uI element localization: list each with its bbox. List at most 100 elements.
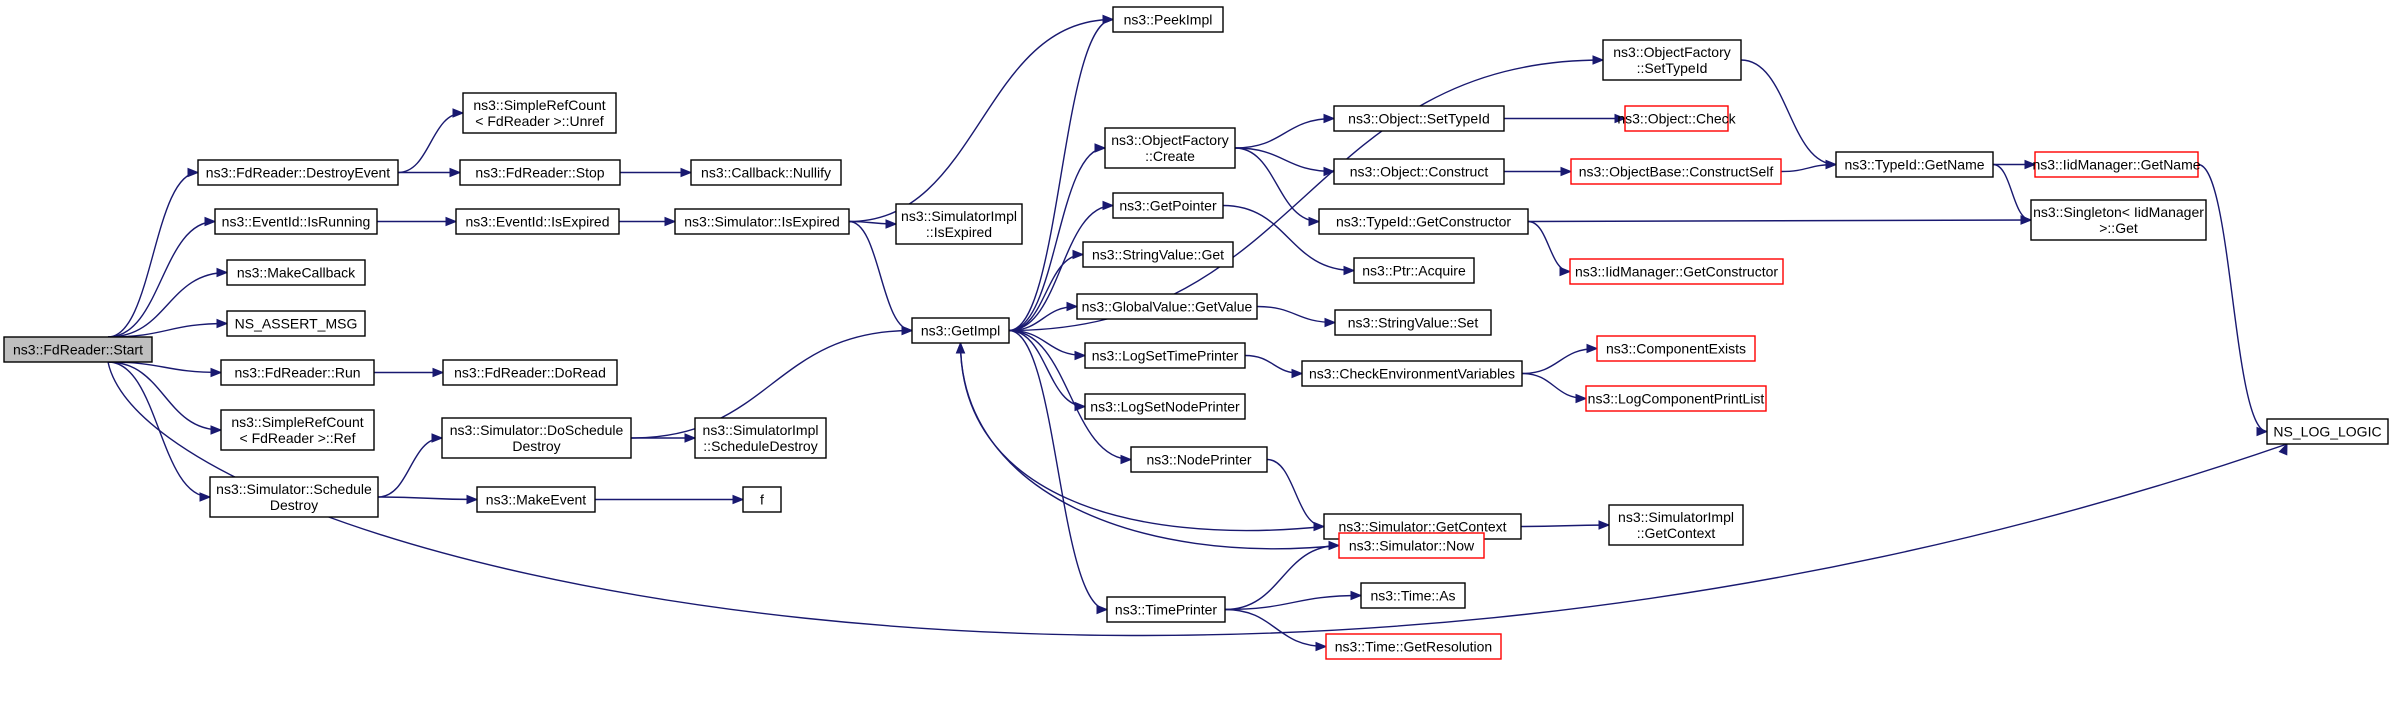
- arrowhead-objFactorySetTypeId-to-typeIdGetName: [1825, 159, 1838, 170]
- node-objFactoryCreate[interactable]: ns3::ObjectFactory::Create: [1104, 127, 1236, 169]
- edge-simGetContext-to-simImplGetContext: [1520, 524, 1610, 528]
- node-timeGetResolution[interactable]: ns3::Time::GetResolution: [1325, 633, 1502, 660]
- node-getImpl[interactable]: ns3::GetImpl: [911, 317, 1010, 344]
- node-box: [1602, 39, 1742, 81]
- node-fdStop[interactable]: ns3::FdReader::Stop: [459, 159, 621, 186]
- node-label: ns3::Object::Check: [1617, 111, 1736, 127]
- node-label: ns3::Time::GetResolution: [1335, 639, 1492, 655]
- edge-getImpl-to-objFactoryCreate: [1008, 147, 1106, 332]
- arrowhead-fdStop-to-cbNullify: [680, 167, 693, 178]
- arrowhead-eventIsExpired-to-simIsExpired: [664, 216, 677, 227]
- node-box: [690, 159, 842, 186]
- node-logComponentPrintList[interactable]: ns3::LogComponentPrintList: [1585, 385, 1767, 412]
- node-nodePrinter[interactable]: ns3::NodePrinter: [1130, 446, 1268, 473]
- node-simImplIsExpired[interactable]: ns3::SimulatorImpl::IsExpired: [895, 203, 1023, 245]
- node-checkEnvVars[interactable]: ns3::CheckEnvironmentVariables: [1301, 360, 1523, 387]
- node-objSetTypeId[interactable]: ns3::Object::SetTypeId: [1333, 105, 1505, 132]
- node-objFactorySetTypeId[interactable]: ns3::ObjectFactory::SetTypeId: [1602, 39, 1742, 81]
- node-peekImpl[interactable]: ns3::PeekImpl: [1112, 6, 1224, 33]
- node-label: ns3::Simulator::Now: [1349, 538, 1475, 554]
- node-timePrinter[interactable]: ns3::TimePrinter: [1106, 596, 1226, 623]
- node-box: [220, 409, 375, 451]
- node-fdDoRead[interactable]: ns3::FdReader::DoRead: [442, 359, 618, 386]
- node-label: ns3::FdReader::DoRead: [454, 365, 606, 381]
- node-stringValueSet[interactable]: ns3::StringValue::Set: [1334, 309, 1492, 336]
- node-label: ns3::CheckEnvironmentVariables: [1309, 366, 1515, 382]
- node-simImplGetContext[interactable]: ns3::SimulatorImpl::GetContext: [1608, 504, 1744, 546]
- node-ptrAcquire[interactable]: ns3::Ptr::Acquire: [1353, 257, 1475, 284]
- node-globalValueGetValue[interactable]: ns3::GlobalValue::GetValue: [1076, 293, 1258, 320]
- node-destroyEvent[interactable]: ns3::FdReader::DestroyEvent: [197, 159, 399, 186]
- node-nsAssertMsg[interactable]: NS_ASSERT_MSG: [226, 310, 366, 337]
- node-f[interactable]: f: [742, 486, 782, 513]
- arrowhead-root-to-nsAssertMsg: [216, 318, 229, 329]
- edge-root-to-destroyEvent: [107, 171, 199, 338]
- node-fdRun[interactable]: ns3::FdReader::Run: [220, 359, 375, 386]
- edge-getImpl-to-stringValueGet: [1008, 253, 1084, 332]
- arrowhead-checkEnvVars-to-logComponentPrintList: [1575, 393, 1588, 404]
- nodes-layer: ns3::FdReader::Start ns3::FdReader::Destr…: [3, 6, 2389, 660]
- arrowhead-getImpl-to-stringValueGet: [1072, 249, 1085, 260]
- node-singletonGet[interactable]: ns3::Singleton< IidManager >::Get: [2030, 199, 2207, 241]
- node-box: [1112, 6, 1224, 33]
- node-componentExists[interactable]: ns3::ComponentExists: [1596, 335, 1756, 362]
- node-label: ns3::ObjectFactory: [1111, 132, 1229, 148]
- node-typeIdGetName[interactable]: ns3::TypeId::GetName: [1835, 151, 1994, 178]
- edge-nodePrinter-to-simGetContext: [1266, 458, 1325, 528]
- node-label: ns3::SimpleRefCount: [231, 414, 363, 430]
- node-simNow[interactable]: ns3::Simulator::Now: [1338, 532, 1485, 559]
- node-eventIsRunning[interactable]: ns3::EventId::IsRunning: [214, 208, 378, 235]
- node-objCheck[interactable]: ns3::Object::Check: [1617, 105, 1737, 132]
- node-simSchedDestroy[interactable]: ns3::Simulator::ScheduleDestroy: [209, 476, 379, 518]
- node-label: ns3::Object::Construct: [1350, 164, 1489, 180]
- node-logSetNodePrinter[interactable]: ns3::LogSetNodePrinter: [1084, 393, 1246, 420]
- node-makeEvent[interactable]: ns3::MakeEvent: [476, 486, 596, 513]
- node-objConstruct[interactable]: ns3::Object::Construct: [1333, 158, 1505, 185]
- node-stringValueGet[interactable]: ns3::StringValue::Get: [1082, 241, 1234, 268]
- node-label: ns3::EventId::IsRunning: [222, 214, 371, 230]
- node-objBaseConstructSelf[interactable]: ns3::ObjectBase::ConstructSelf: [1570, 158, 1782, 185]
- node-label: ns3::MakeCallback: [237, 265, 356, 281]
- arrowhead-getImpl-to-timePrinter: [1096, 604, 1109, 615]
- node-box: [1104, 127, 1236, 169]
- node-timeAs[interactable]: ns3::Time::As: [1360, 582, 1466, 609]
- node-label: ns3::Singleton< IidManager: [2033, 204, 2204, 220]
- node-label: ns3::FdReader::Stop: [475, 165, 604, 181]
- node-iidGetConstructor[interactable]: ns3::IidManager::GetConstructor: [1569, 258, 1784, 285]
- node-root[interactable]: ns3::FdReader::Start: [3, 336, 153, 363]
- node-srcUnref[interactable]: ns3::SimpleRefCount< FdReader >::Unref: [462, 92, 617, 134]
- arrowhead-checkEnvVars-to-componentExists: [1586, 343, 1599, 354]
- node-simImplSchedDestroy[interactable]: ns3::SimulatorImpl::ScheduleDestroy: [694, 417, 827, 459]
- node-box: [1353, 257, 1475, 284]
- arrowhead-simDoSchedDestroy-to-simImplSchedDestroy: [684, 433, 697, 443]
- node-cbNullify[interactable]: ns3::Callback::Nullify: [690, 159, 842, 186]
- arrowhead-makeEvent-to-f: [732, 494, 745, 505]
- node-iidGetName[interactable]: ns3::IidManager::GetName: [2032, 151, 2201, 178]
- node-label: >::Get: [2099, 220, 2138, 236]
- arrowhead-root-to-makeCallback: [216, 267, 229, 278]
- node-eventIsExpired[interactable]: ns3::EventId::IsExpired: [455, 208, 620, 235]
- edge-destroyEvent-to-srcUnref: [397, 112, 464, 174]
- edge-simIsExpired-to-getImpl: [848, 220, 913, 332]
- node-label: ns3::Simulator::DoSchedule: [450, 422, 624, 438]
- node-box: [226, 259, 366, 286]
- edge-typeIdGetConstructor-to-iidGetConstructor: [1527, 220, 1571, 273]
- arrowhead-getImpl-to-globalValueGetValue: [1066, 301, 1079, 312]
- arrowhead-timePrinter-to-timeGetResolution: [1315, 641, 1328, 652]
- arrowhead-typeIdGetConstructor-to-iidGetConstructor: [1559, 266, 1572, 277]
- node-label: ns3::PeekImpl: [1124, 12, 1213, 28]
- node-srcRef[interactable]: ns3::SimpleRefCount< FdReader >::Ref: [220, 409, 375, 451]
- node-logSetTimePrinter[interactable]: ns3::LogSetTimePrinter: [1084, 342, 1246, 369]
- node-box: [2266, 418, 2389, 445]
- node-label: ns3::StringValue::Get: [1092, 247, 1224, 263]
- node-makeCallback[interactable]: ns3::MakeCallback: [226, 259, 366, 286]
- node-typeIdGetConstructor[interactable]: ns3::TypeId::GetConstructor: [1318, 208, 1529, 235]
- arrowhead-root-to-fdRun: [210, 367, 223, 378]
- node-label: ns3::Ptr::Acquire: [1362, 263, 1466, 279]
- arrowhead-simSchedDestroy-to-makeEvent: [466, 494, 479, 505]
- node-getPointer[interactable]: ns3::GetPointer: [1112, 192, 1224, 219]
- arrowhead-getImpl-to-peekImpl: [1102, 14, 1115, 25]
- node-simIsExpired[interactable]: ns3::Simulator::IsExpired: [674, 208, 850, 235]
- node-nsLogLogic[interactable]: NS_LOG_LOGIC: [2266, 418, 2389, 445]
